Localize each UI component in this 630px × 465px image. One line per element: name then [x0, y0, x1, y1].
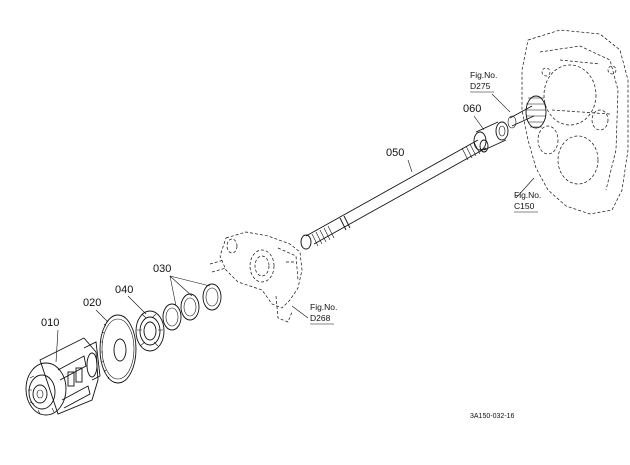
bearing-040	[135, 310, 165, 352]
drawing-code: 3A150-032-16	[470, 413, 514, 420]
fig-ref-d275-title: Fig.No.	[470, 70, 497, 80]
fig-ref-c150-code: C150	[514, 201, 535, 211]
label-part-060: 060	[463, 103, 481, 115]
leader-lines	[55, 93, 535, 363]
assembly-010	[25, 337, 101, 416]
fig-ref-d268-code: D268	[310, 313, 331, 323]
gear-d275	[507, 95, 547, 129]
disc-020	[99, 314, 137, 384]
label-part-010: 010	[41, 317, 59, 329]
fig-ref-d268-title: Fig.No.	[310, 302, 337, 312]
rings-030	[162, 283, 222, 331]
label-part-020: 020	[83, 297, 101, 309]
collar-060	[473, 121, 509, 151]
label-part-040: 040	[115, 284, 133, 296]
housing-d268-outline	[209, 231, 303, 323]
transmission-case-outline	[521, 29, 629, 215]
label-part-050: 050	[386, 147, 404, 159]
fig-ref-d275-code: D275	[470, 81, 491, 91]
fig-ref-c150-title: Fig.No.	[514, 190, 541, 200]
label-part-030: 030	[153, 263, 171, 275]
shaft-050	[300, 139, 489, 250]
